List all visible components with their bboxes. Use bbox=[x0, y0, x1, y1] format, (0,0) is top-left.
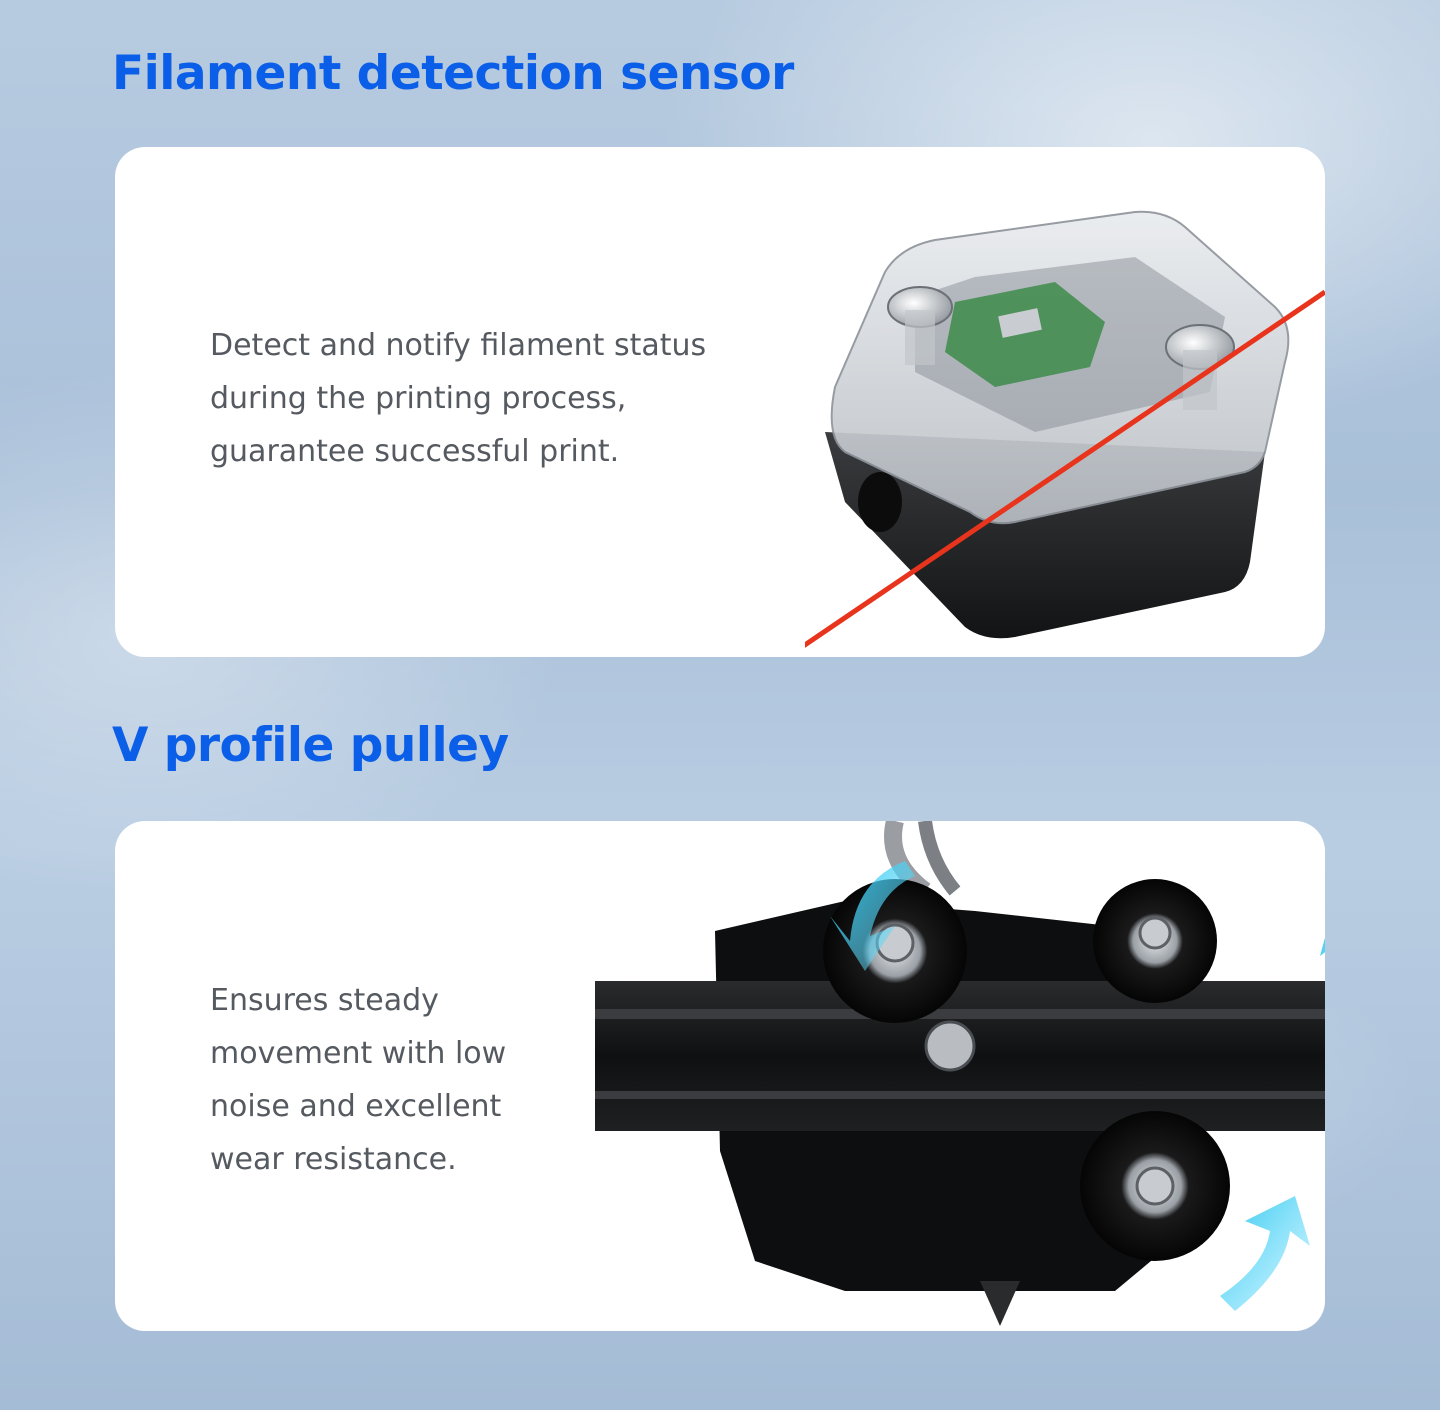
description-line: wear resistance. bbox=[210, 1142, 457, 1177]
description-line: Detect and notify filament status bbox=[210, 328, 707, 363]
section-title-v-profile-pulley: V profile pulley bbox=[112, 718, 509, 773]
screw-right-icon bbox=[1165, 324, 1235, 410]
description-line: noise and excellent bbox=[210, 1089, 502, 1124]
description-line: guarantee successful print. bbox=[210, 434, 620, 469]
filament-sensor-card: Detect and notify filament status during… bbox=[115, 147, 1325, 657]
screw-left-icon bbox=[887, 286, 953, 365]
pulley-wheel-icon bbox=[823, 879, 967, 1023]
rotation-arrow-icon bbox=[830, 861, 915, 971]
section-title-filament-sensor: Filament detection sensor bbox=[112, 46, 794, 101]
rotation-arrow-icon bbox=[1220, 1196, 1310, 1311]
pulley-wheel-icon bbox=[1080, 1111, 1230, 1261]
v-profile-pulley-image bbox=[595, 821, 1325, 1326]
v-profile-pulley-card: Ensures steady movement with low noise a… bbox=[115, 821, 1325, 1331]
filament-sensor-image bbox=[805, 210, 1325, 648]
pulley-description: Ensures steady movement with low noise a… bbox=[210, 974, 506, 1186]
pulley-wheel-icon bbox=[1093, 879, 1217, 1003]
description-line: during the printing process, bbox=[210, 381, 627, 416]
filament-line bbox=[805, 289, 1325, 648]
filament-sensor-description: Detect and notify filament status during… bbox=[210, 319, 706, 478]
description-line: Ensures steady bbox=[210, 983, 439, 1018]
description-line: movement with low bbox=[210, 1036, 507, 1071]
